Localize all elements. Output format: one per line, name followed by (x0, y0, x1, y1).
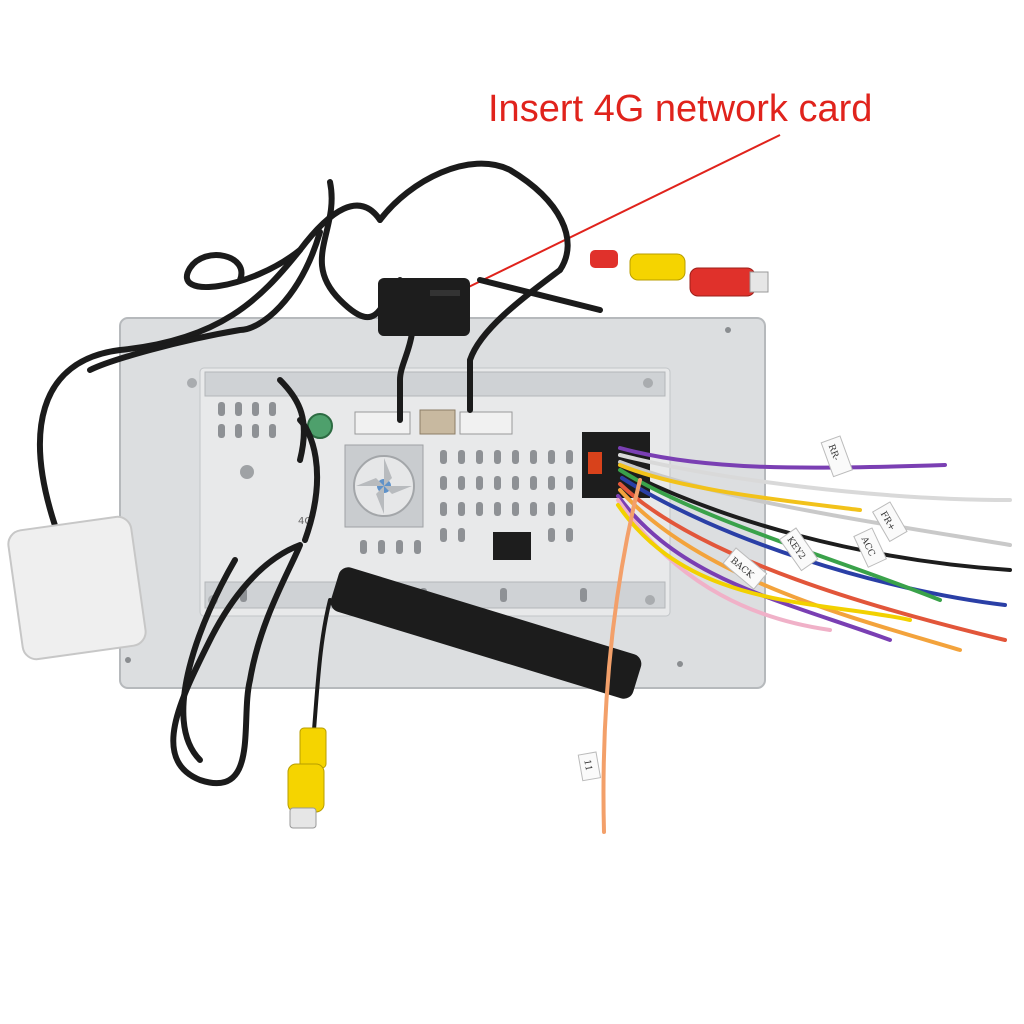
wire-tags: RR- FR+ ACC BACK KEY2 11 (577, 435, 908, 782)
cable-bundle (37, 160, 603, 786)
yellow-rca-plug (287, 727, 327, 829)
flat-antenna (330, 567, 642, 699)
top-rca-plugs (590, 250, 769, 297)
wire-tag: BACK (722, 547, 768, 590)
port-label-4g: 4G (298, 516, 312, 527)
connector-blocks (307, 409, 650, 560)
4g-module (378, 278, 470, 336)
wire-tag: 11 (577, 751, 602, 782)
wire-tag: KEY2 (778, 527, 819, 572)
annotation-label: Insert 4G network card (488, 88, 873, 130)
wire-tag: ACC (853, 527, 888, 568)
fan-grille (344, 444, 424, 528)
callout-line (441, 134, 781, 301)
wire-tag: FR+ (871, 501, 908, 543)
gps-antenna (7, 515, 147, 661)
svg-text:11: 11 (581, 759, 593, 772)
wire-tag: RR- (820, 435, 853, 478)
